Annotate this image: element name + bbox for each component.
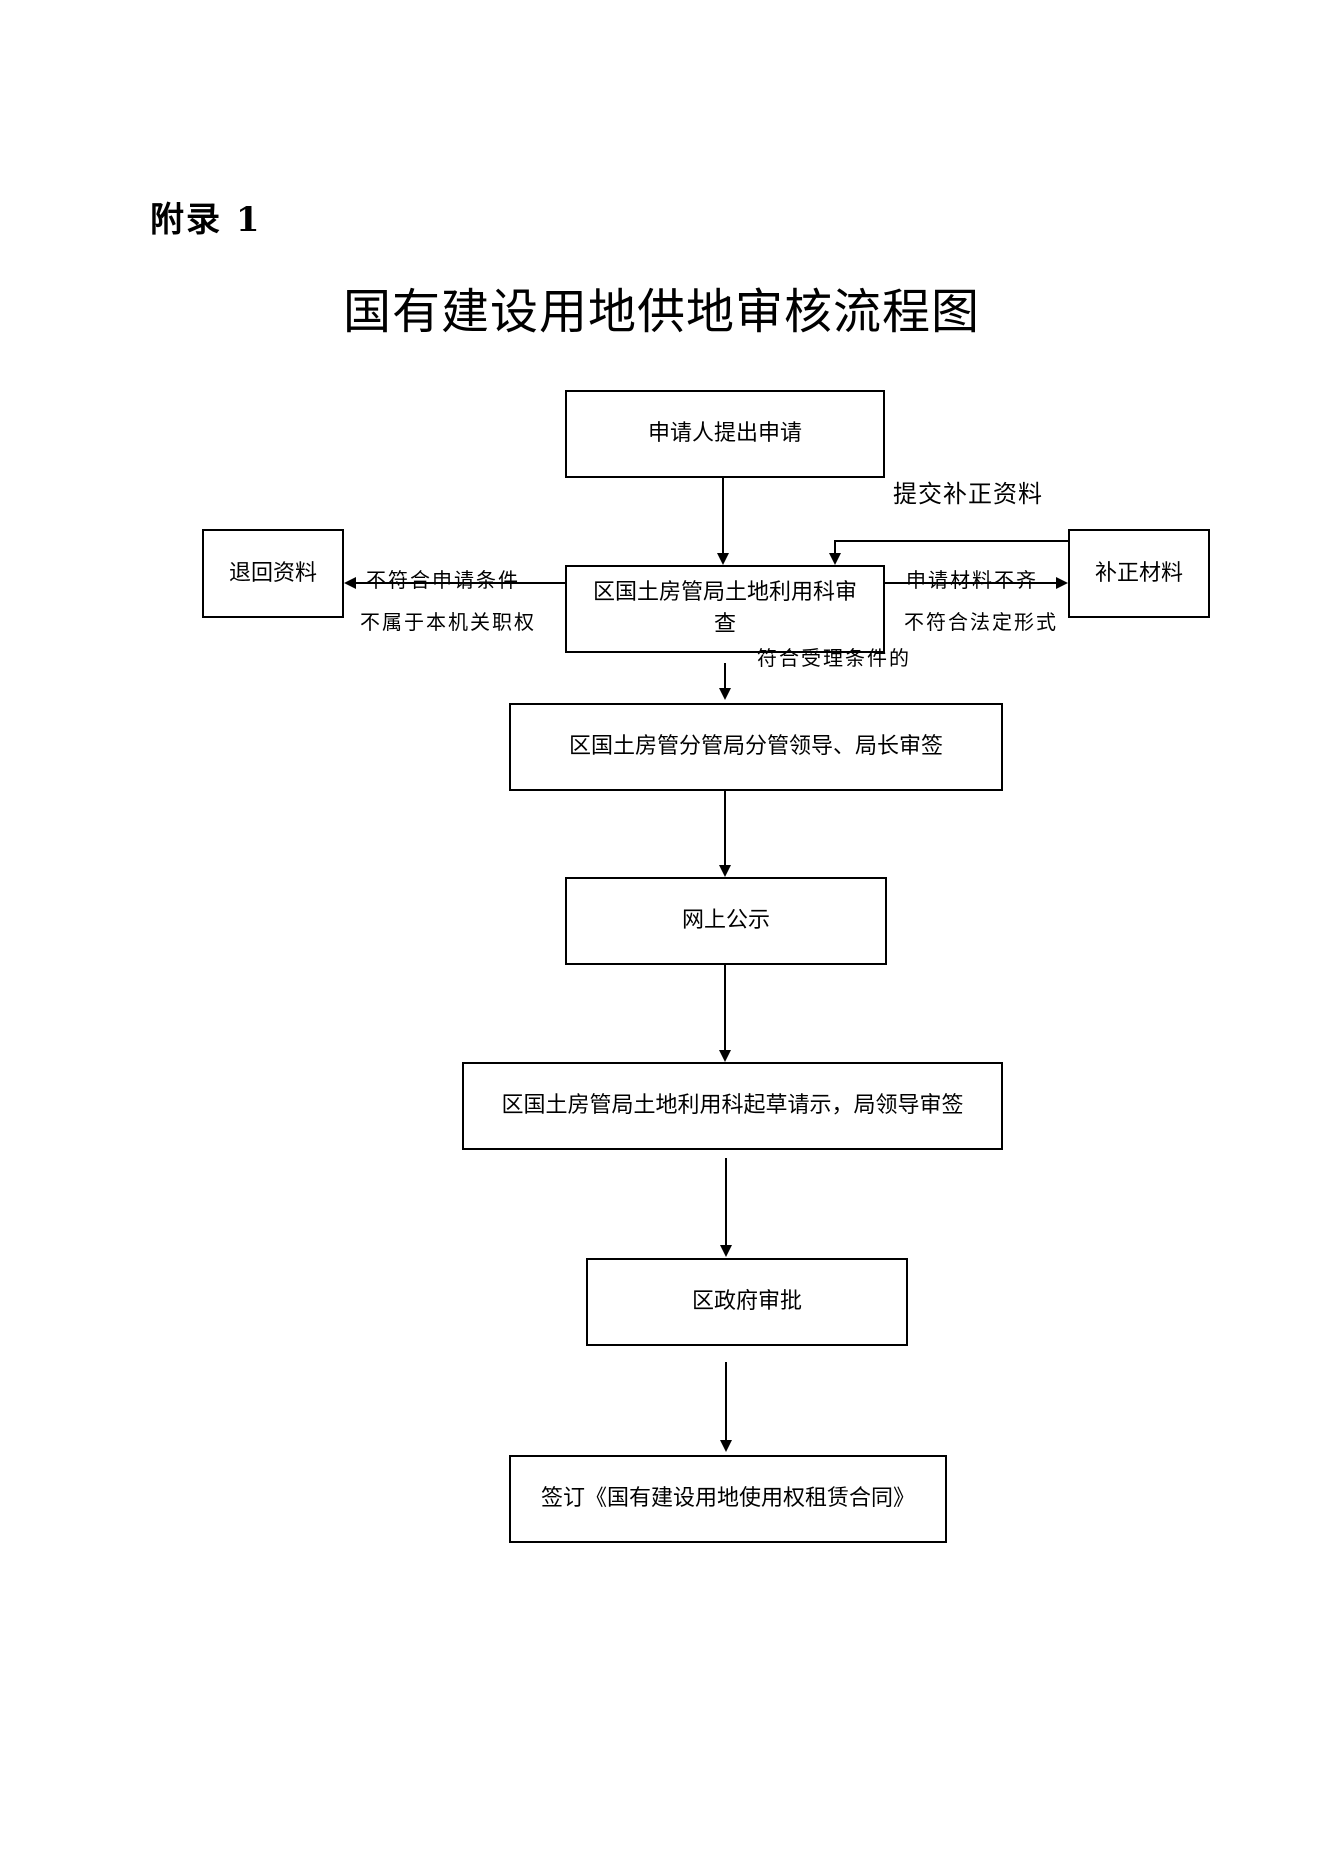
- node-draft: 区国土房管局土地利用科起草请示，局领导审签: [462, 1062, 1003, 1150]
- node-leader-sign: 区国土房管分管局分管领导、局长审签: [509, 703, 1003, 791]
- node-return-docs-label: 退回资料: [228, 560, 317, 586]
- node-review: 区国土房管局土地利用科审查: [565, 565, 885, 653]
- label-incomplete-2: 不符合法定形式: [904, 610, 1058, 634]
- node-review-label: 区国土房管局土地利用科审查: [592, 580, 857, 637]
- node-publicity-label: 网上公示: [681, 908, 770, 934]
- label-submit-supplement: 提交补正资料: [893, 480, 1043, 508]
- node-gov-approval: 区政府审批: [586, 1258, 908, 1346]
- node-leader-sign-label: 区国土房管分管局分管领导、局长审签: [568, 734, 943, 760]
- node-apply: 申请人提出申请: [565, 390, 885, 478]
- node-publicity: 网上公示: [565, 877, 887, 965]
- label-meets: 符合受理条件的: [757, 646, 911, 670]
- label-not-meet-2: 不属于本机关职权: [360, 610, 536, 634]
- node-return-docs: 退回资料: [202, 529, 344, 618]
- node-supplement-label: 补正材料: [1094, 560, 1183, 586]
- node-sign-contract: 签订《国有建设用地使用权租赁合同》: [509, 1455, 947, 1543]
- node-draft-label: 区国土房管局土地利用科起草请示，局领导审签: [501, 1093, 964, 1119]
- appendix-label: 附录 1: [150, 200, 262, 240]
- label-incomplete-1: 申请材料不齐: [906, 568, 1038, 592]
- node-apply-label: 申请人提出申请: [647, 421, 802, 447]
- page-title: 国有建设用地供地审核流程图: [342, 284, 980, 340]
- label-not-meet-1: 不符合申请条件: [366, 568, 520, 592]
- node-sign-contract-label: 签订《国有建设用地使用权租赁合同》: [540, 1486, 915, 1512]
- node-supplement: 补正材料: [1068, 529, 1210, 618]
- node-gov-approval-label: 区政府审批: [691, 1289, 802, 1315]
